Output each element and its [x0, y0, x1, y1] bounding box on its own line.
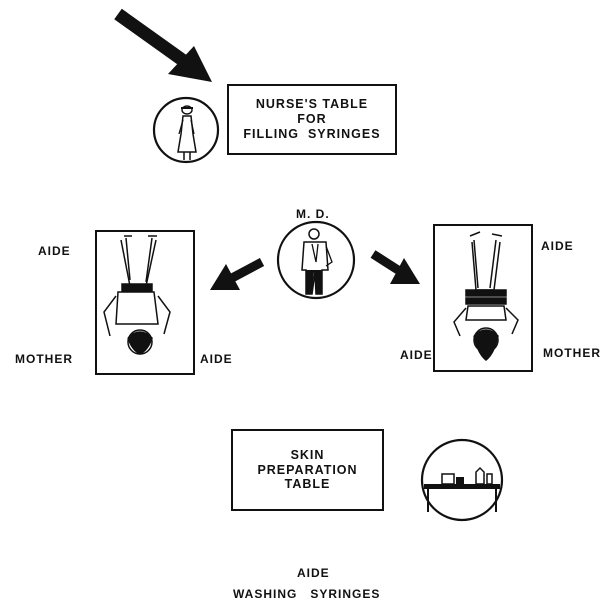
entry-arrow-icon: [118, 14, 212, 82]
right-station-bottom-aide-label: AIDE: [400, 349, 433, 361]
nurses-table-line-1: NURSE'S TABLE: [256, 97, 368, 112]
washing-aide-label: AIDE: [297, 567, 330, 579]
nurses-table-box: NURSE'S TABLE FOR FILLING SYRINGES: [227, 84, 397, 155]
arrow-to-right-station-icon: [373, 254, 420, 284]
left-station-top-aide-label: AIDE: [38, 245, 71, 257]
right-station-mother-label: MOTHER: [543, 347, 601, 359]
left-station-table: [96, 231, 194, 374]
arrow-to-left-station-icon: [210, 262, 262, 290]
right-station-top-aide-label: AIDE: [541, 240, 574, 252]
md-label: M. D.: [296, 208, 330, 220]
skin-table-line-3: TABLE: [285, 477, 331, 492]
left-station-mother-label: MOTHER: [15, 353, 73, 365]
nurses-table-line-2: FOR: [297, 112, 326, 127]
skin-table-line-2: PREPARATION: [257, 463, 357, 478]
skin-table-line-1: SKIN: [291, 448, 325, 463]
left-station-bottom-aide-label: AIDE: [200, 353, 233, 365]
table-with-supplies-icon: [422, 440, 502, 520]
doctor-icon: [278, 222, 354, 298]
right-station-table: [434, 225, 532, 371]
washing-syringes-label: WASHING SYRINGES: [233, 588, 380, 600]
nurses-table-line-3: FILLING SYRINGES: [243, 127, 380, 142]
skin-preparation-table-box: SKIN PREPARATION TABLE: [231, 429, 384, 511]
nurse-icon: [154, 98, 218, 162]
